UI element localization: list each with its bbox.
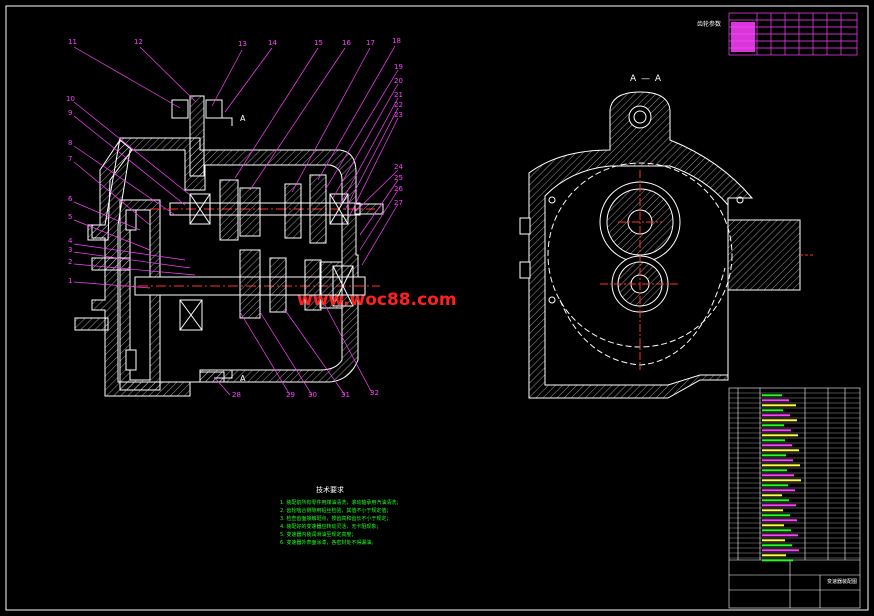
parts-list-entry-mark bbox=[762, 434, 798, 437]
section-view-aa bbox=[519, 91, 815, 399]
part-label-2: 2 bbox=[68, 258, 73, 266]
part-label-24: 24 bbox=[394, 163, 403, 171]
tech-requirement-3: 3. 检查齿面接触斑点，按齿高和齿长不小于规定； bbox=[280, 516, 392, 522]
part-label-10: 10 bbox=[66, 95, 75, 103]
part-label-8: 8 bbox=[68, 139, 73, 147]
part-label-31: 31 bbox=[341, 391, 350, 399]
parts-list-entry-mark bbox=[762, 419, 797, 422]
parts-list-entry-mark bbox=[762, 414, 790, 417]
leader-lines bbox=[73, 45, 399, 396]
parts-list-entry-mark bbox=[762, 424, 784, 427]
parts-list-entry-mark bbox=[762, 469, 787, 472]
parts-list-entry-mark bbox=[762, 399, 789, 402]
part-label-20: 20 bbox=[394, 77, 403, 85]
parts-list-entry-mark bbox=[762, 444, 792, 447]
section-title-aa: A — A bbox=[630, 74, 663, 84]
gear-parameter-table bbox=[728, 12, 858, 56]
parts-list-rows bbox=[729, 392, 860, 562]
parts-list-entry-mark bbox=[762, 499, 789, 502]
main-section-view bbox=[74, 95, 384, 397]
parts-list-entry-mark bbox=[762, 554, 786, 557]
parts-list-entry-mark bbox=[762, 514, 790, 517]
part-label-26: 26 bbox=[394, 185, 403, 193]
parts-list-entry-mark bbox=[762, 479, 801, 482]
part-label-14: 14 bbox=[268, 39, 277, 47]
part-label-18: 18 bbox=[392, 37, 401, 45]
part-label-12: 12 bbox=[134, 38, 143, 46]
parts-list-entry-mark bbox=[762, 494, 782, 497]
part-label-29: 29 bbox=[286, 391, 295, 399]
part-label-25: 25 bbox=[394, 174, 403, 182]
parts-list-entry-mark bbox=[762, 529, 791, 532]
part-label-28: 28 bbox=[232, 391, 241, 399]
parts-list-entry-mark bbox=[762, 459, 793, 462]
part-label-3: 3 bbox=[68, 246, 73, 254]
parts-list-entry-mark bbox=[762, 454, 786, 457]
parts-list-entry-mark bbox=[762, 549, 799, 552]
part-label-19: 19 bbox=[394, 63, 403, 71]
parts-list-entry-mark bbox=[762, 404, 796, 407]
part-label-7: 7 bbox=[68, 155, 73, 163]
parts-list-entry-mark bbox=[762, 524, 784, 527]
part-label-4: 4 bbox=[68, 237, 73, 245]
tech-requirement-6: 6. 变速器外表面涂漆，各密封处不得漏油。 bbox=[280, 540, 377, 546]
part-label-1: 1 bbox=[68, 277, 73, 285]
part-label-32: 32 bbox=[370, 389, 379, 397]
part-label-27: 27 bbox=[394, 199, 403, 207]
tech-requirement-5: 5. 变速器内装润滑油至规定高度； bbox=[280, 532, 357, 538]
parts-list-entry-mark bbox=[762, 474, 794, 477]
part-label-6: 6 bbox=[68, 195, 73, 203]
part-label-17: 17 bbox=[366, 39, 375, 47]
tech-requirement-4: 4. 装配好的变速器应转动灵活，无卡阻现象； bbox=[280, 524, 382, 530]
part-label-11: 11 bbox=[68, 38, 77, 46]
parts-list-entry-mark bbox=[762, 559, 793, 562]
parts-list-entry-mark bbox=[762, 509, 783, 512]
parts-list-entry-mark bbox=[762, 504, 796, 507]
parts-list-entry-mark bbox=[762, 519, 797, 522]
parts-list-entry-mark bbox=[762, 539, 785, 542]
part-label-22: 22 bbox=[394, 101, 403, 109]
parts-list-table bbox=[728, 387, 861, 609]
parts-list-entry-mark bbox=[762, 484, 788, 487]
parts-list-entry-mark bbox=[762, 544, 792, 547]
part-label-21: 21 bbox=[394, 91, 403, 99]
watermark: www.woc88.com bbox=[297, 290, 457, 310]
part-label-15: 15 bbox=[314, 39, 323, 47]
parts-list-entry-mark bbox=[762, 449, 799, 452]
param-table-title: 齿轮参数 bbox=[697, 21, 722, 28]
parts-list-entry-mark bbox=[762, 534, 798, 537]
part-label-13: 13 bbox=[238, 40, 247, 48]
part-label-23: 23 bbox=[394, 111, 403, 119]
drawing-frame bbox=[5, 5, 869, 611]
cut-marker-bottom: A bbox=[240, 374, 247, 383]
tech-requirements-title: 技术要求 bbox=[316, 486, 344, 494]
part-label-5: 5 bbox=[68, 213, 73, 221]
part-label-30: 30 bbox=[308, 391, 317, 399]
tech-requirement-2: 2. 齿轮啮合侧隙用铅丝检验，其值不小于规定值； bbox=[280, 508, 392, 514]
parts-list-entry-mark bbox=[762, 439, 785, 442]
part-label-9: 9 bbox=[68, 109, 73, 117]
parts-list-entry-mark bbox=[762, 409, 783, 412]
part-label-16: 16 bbox=[342, 39, 351, 47]
title-block-name: 变速器装配图 bbox=[827, 579, 858, 585]
tech-requirement-1: 1. 装配前所有零件用煤油清洗，滚动轴承用汽油清洗； bbox=[280, 500, 402, 506]
parts-list-entry-mark bbox=[762, 429, 791, 432]
parts-list-entry-mark bbox=[762, 394, 782, 397]
cut-marker-top: A bbox=[240, 114, 247, 123]
parts-list-entry-mark bbox=[762, 489, 795, 492]
parts-list-entry-mark bbox=[762, 464, 800, 467]
